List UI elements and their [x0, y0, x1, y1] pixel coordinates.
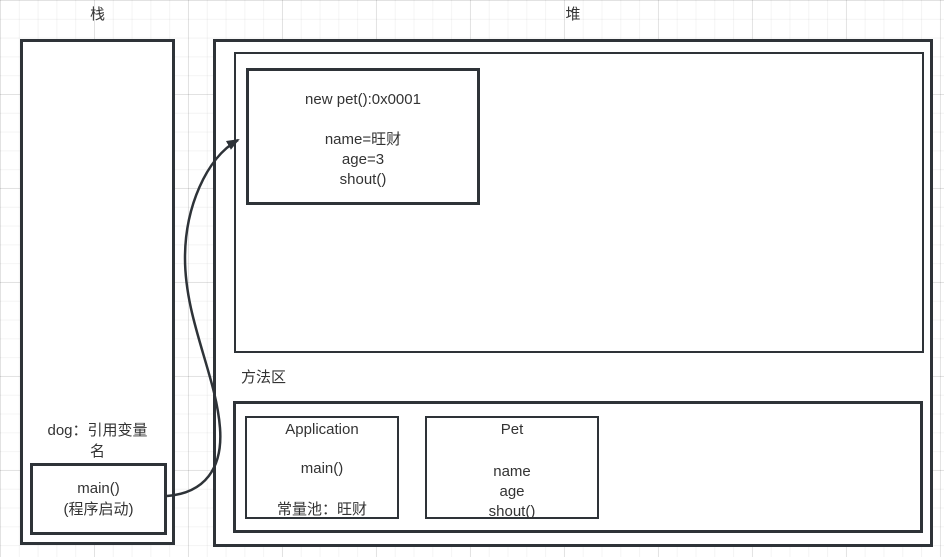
- pet-class-member-name: name: [493, 463, 531, 480]
- stack-rect: [20, 39, 175, 545]
- dog-reference-label: dog：引用变量 名: [22, 420, 173, 462]
- application-constant-pool: 常量池：旺财: [276, 501, 367, 518]
- dog-reference-line2: 名: [89, 443, 105, 460]
- pet-object-field-shout: shout(): [339, 171, 387, 188]
- pet-class-member-age: age: [499, 483, 525, 500]
- pet-class-member-shout: shout(): [488, 503, 536, 520]
- main-frame-subtitle: (程序启动): [63, 501, 134, 518]
- main-frame-box: main() (程序启动): [30, 463, 167, 535]
- heap-region-title: 堆: [565, 6, 581, 23]
- main-frame-title: main(): [77, 480, 120, 497]
- pet-object-fields: name=旺财 age=3 shout(): [249, 130, 477, 190]
- dog-reference-line1: dog：引用变量: [47, 422, 148, 439]
- application-class-title: Application: [285, 421, 359, 438]
- pet-object-field-name: name=旺财: [324, 131, 402, 148]
- pet-class-box: Pet name age shout(): [425, 416, 599, 522]
- method-area-title: 方法区: [241, 369, 287, 386]
- application-main-method: main(): [300, 460, 344, 477]
- pet-class-title: Pet: [500, 421, 524, 438]
- pet-object-field-age: age=3: [341, 151, 385, 168]
- pet-object-box: new pet():0x0001 name=旺财 age=3 shout(): [246, 68, 480, 205]
- pet-object-title: new pet():0x0001: [305, 91, 421, 108]
- pet-class-members: name age shout(): [427, 462, 597, 522]
- stack-region-title: 栈: [89, 6, 105, 23]
- application-class-box: Application main() 常量池：旺财: [245, 416, 399, 519]
